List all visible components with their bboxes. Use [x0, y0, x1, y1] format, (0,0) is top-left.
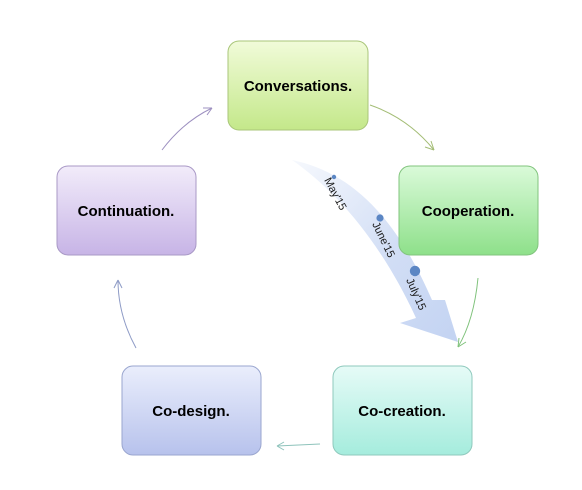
connector-cooperation-to-cocreation	[457, 277, 479, 348]
node-conversations: Conversations.	[227, 40, 369, 131]
connector-continuation-to-conversations	[161, 107, 213, 151]
node-co-design: Co-design.	[121, 365, 262, 456]
node-box	[227, 40, 369, 131]
connector-conversations-to-cooperation	[369, 104, 435, 151]
node-label: Conversations.	[244, 78, 352, 95]
connector-codesign-to-continuation	[113, 279, 137, 349]
cycle-connectors	[113, 104, 479, 451]
node-continuation: Continuation.	[56, 165, 197, 256]
node-co-creation: Co-creation.	[332, 365, 473, 456]
milestone-marker-july	[409, 265, 421, 277]
node-label: Co-design.	[152, 403, 230, 420]
node-box	[56, 165, 197, 256]
node-label: Co-creation.	[358, 403, 446, 420]
connector-cocreation-to-codesign	[276, 441, 321, 451]
timeline-arrow: May'15 June'15 July'15	[292, 160, 458, 342]
milestone-marker-may	[331, 174, 337, 180]
node-box	[398, 165, 539, 256]
node-label: Continuation.	[78, 203, 175, 220]
timeline-arrow-shape	[292, 160, 458, 342]
node-box	[121, 365, 262, 456]
node-cooperation: Cooperation.	[398, 165, 539, 256]
node-box	[332, 365, 473, 456]
node-label: Cooperation.	[422, 203, 515, 220]
milestone-marker-june	[376, 214, 384, 222]
